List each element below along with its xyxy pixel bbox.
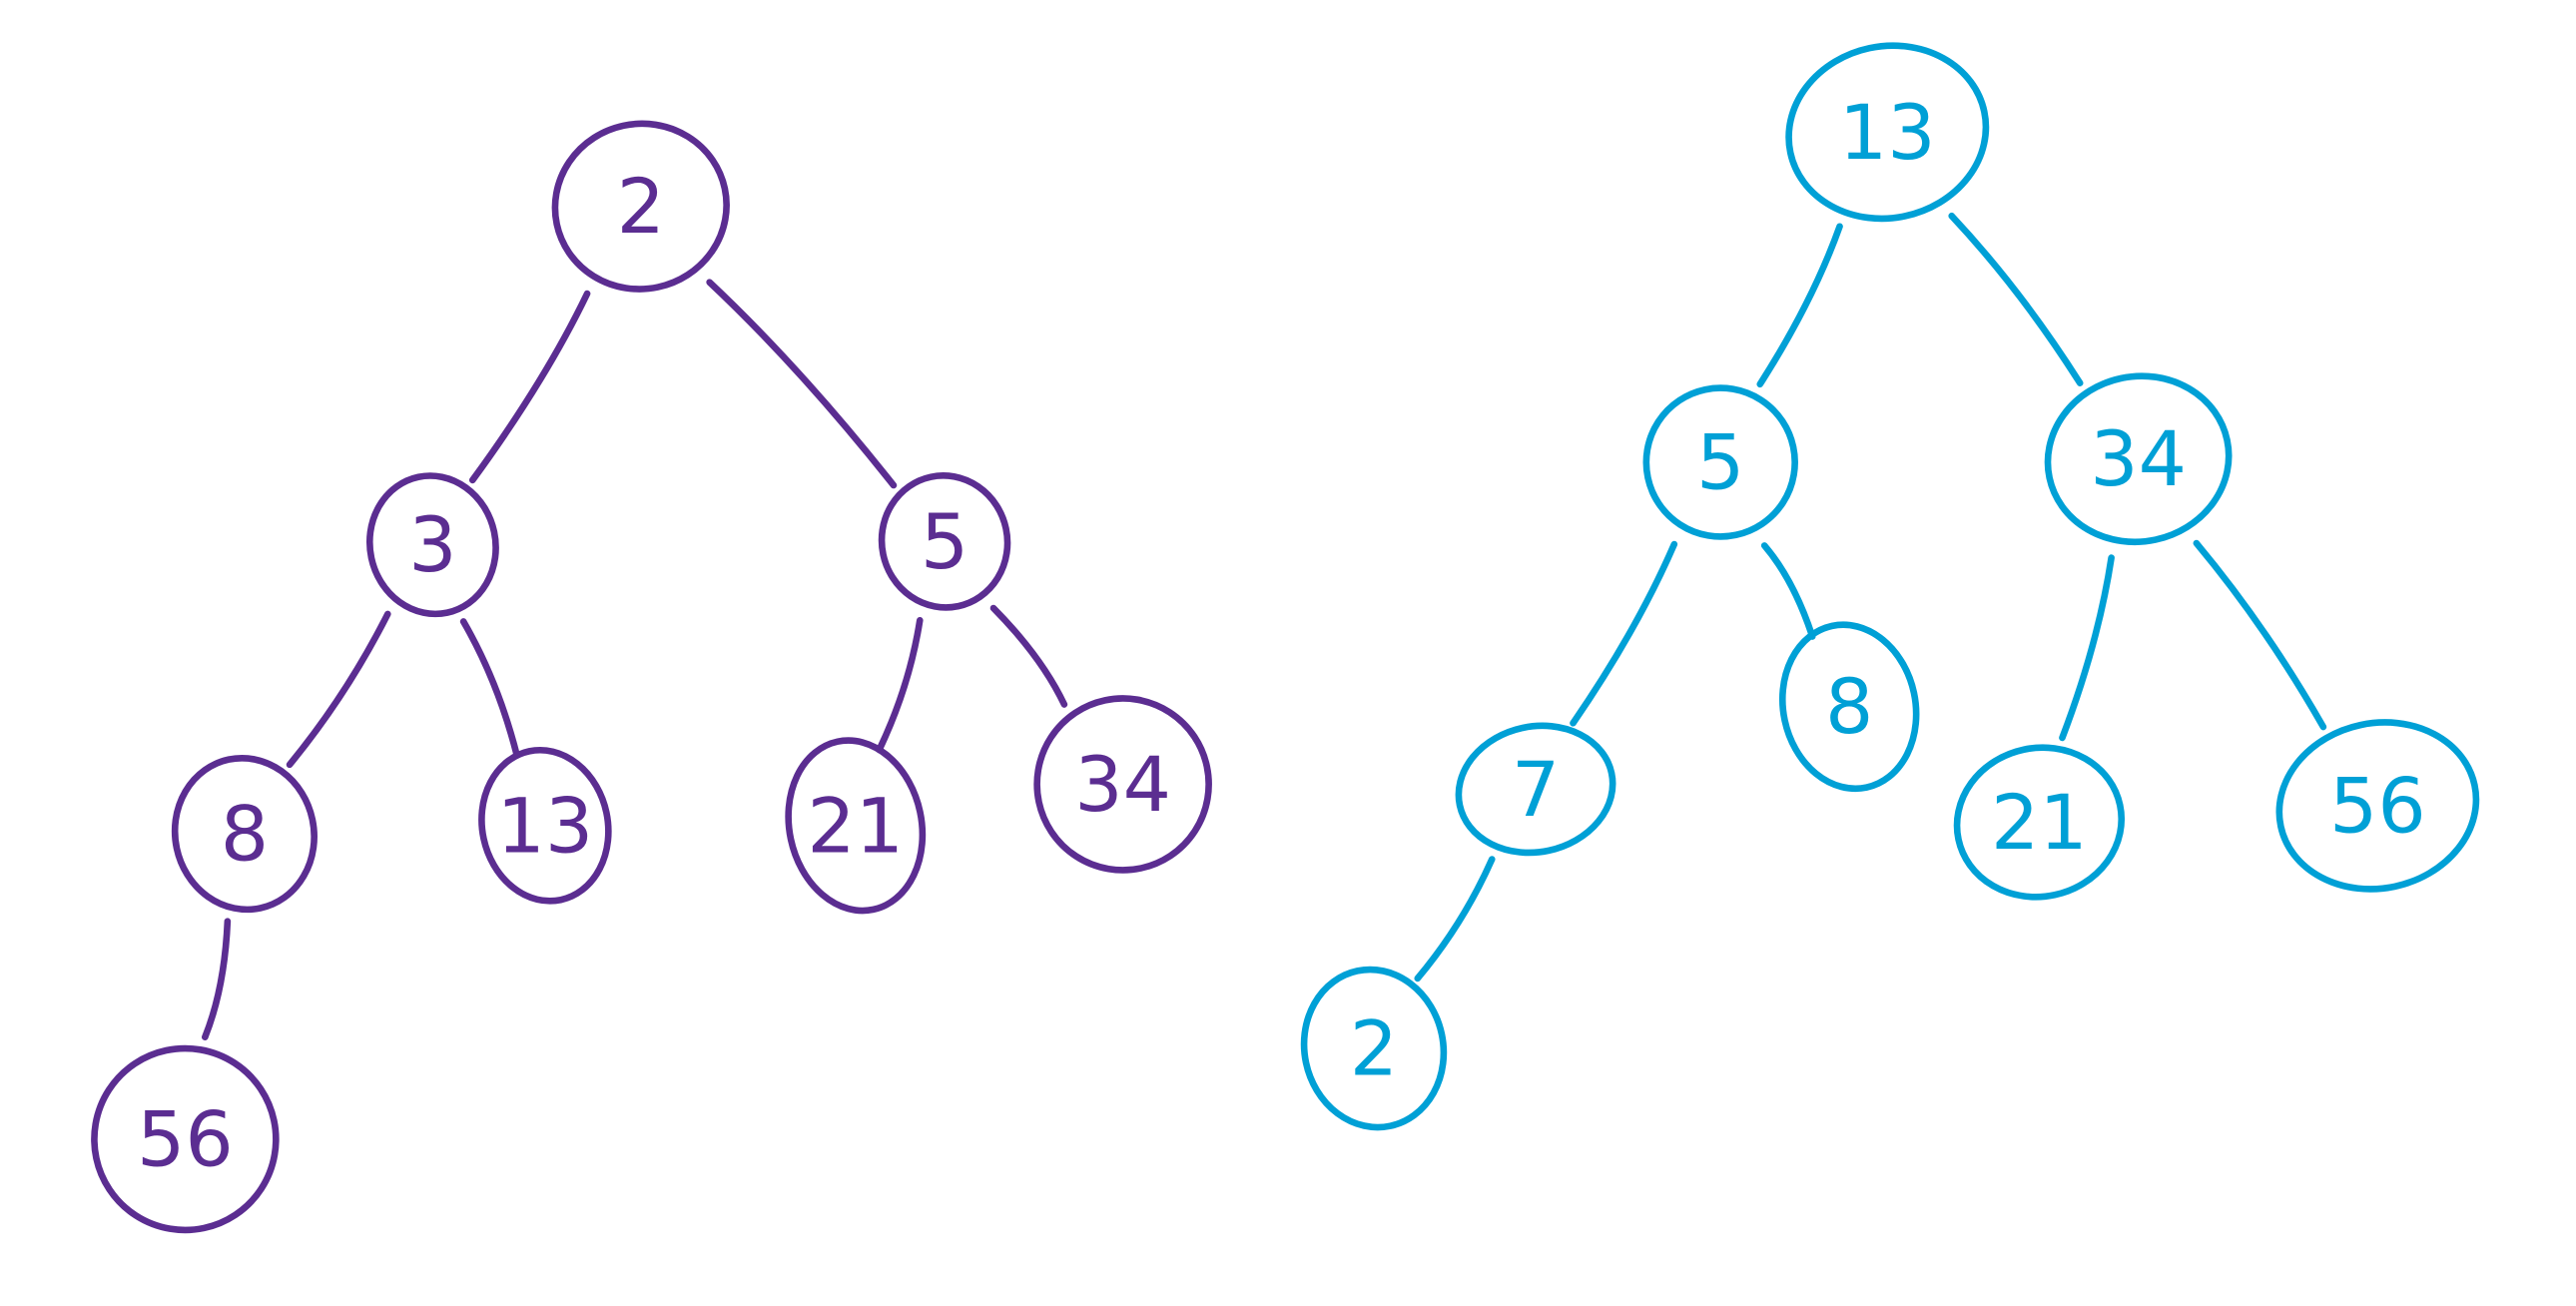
tree-1-node <box>365 472 499 618</box>
tree-2-node-label: 13 <box>1839 88 1936 177</box>
tree-1-node <box>91 1044 280 1234</box>
tree-2-edge <box>1756 223 1843 388</box>
tree-1-node-label: 3 <box>408 500 456 589</box>
tree-2-node-label: 5 <box>1696 418 1744 507</box>
tree-2-node-label: 21 <box>1991 778 2088 867</box>
tree-2-edge <box>1570 540 1678 727</box>
tree-1-edge <box>989 604 1068 708</box>
tree-2-node-label: 56 <box>2329 761 2426 850</box>
tree-2-node-label: 2 <box>1350 1004 1398 1093</box>
tree-2-node <box>2275 719 2480 893</box>
tree-1-edge <box>468 290 591 484</box>
tree-1-edge <box>876 616 924 754</box>
tree-2-node-label: 7 <box>1512 745 1560 834</box>
tree-1-node-label: 21 <box>807 781 904 870</box>
tree-1-node <box>551 120 730 293</box>
tree-1-edge <box>459 618 520 759</box>
tree-2-node <box>1778 621 1920 793</box>
tree-1-edge <box>201 918 232 1041</box>
tree-1-node-label: 2 <box>617 162 665 251</box>
tree-2-node <box>1300 966 1448 1131</box>
tree-1-node <box>478 746 612 905</box>
tree-2-node <box>1455 722 1616 857</box>
tree-2-edge <box>1760 542 1816 640</box>
tree-2-node <box>2044 372 2233 546</box>
tree-1-node-label: 8 <box>221 790 269 879</box>
tree-1-edge <box>286 610 391 769</box>
tree-1-node-label: 56 <box>137 1094 234 1183</box>
tree-2-node-label: 34 <box>2090 414 2187 503</box>
tree-1-edge <box>706 279 898 489</box>
tree-2-edge <box>1414 856 1496 982</box>
tree-2-edge <box>1948 212 2084 386</box>
tree-1-node <box>1033 695 1212 874</box>
tree-1-node <box>785 737 927 915</box>
tree-2-node <box>1953 744 2126 901</box>
tree-2-edge <box>2059 554 2115 742</box>
tree-2-node <box>1785 42 1990 223</box>
tree-2-node-label: 8 <box>1825 662 1873 751</box>
tree-2-edge <box>2193 539 2327 731</box>
tree-1-node <box>878 472 1011 611</box>
tree-1-node <box>171 754 318 914</box>
tree-1-node-label: 34 <box>1074 740 1171 829</box>
tree-1-node-label: 13 <box>496 781 593 870</box>
tree-1-node-label: 5 <box>921 497 968 586</box>
tree-2-node <box>1642 384 1798 540</box>
